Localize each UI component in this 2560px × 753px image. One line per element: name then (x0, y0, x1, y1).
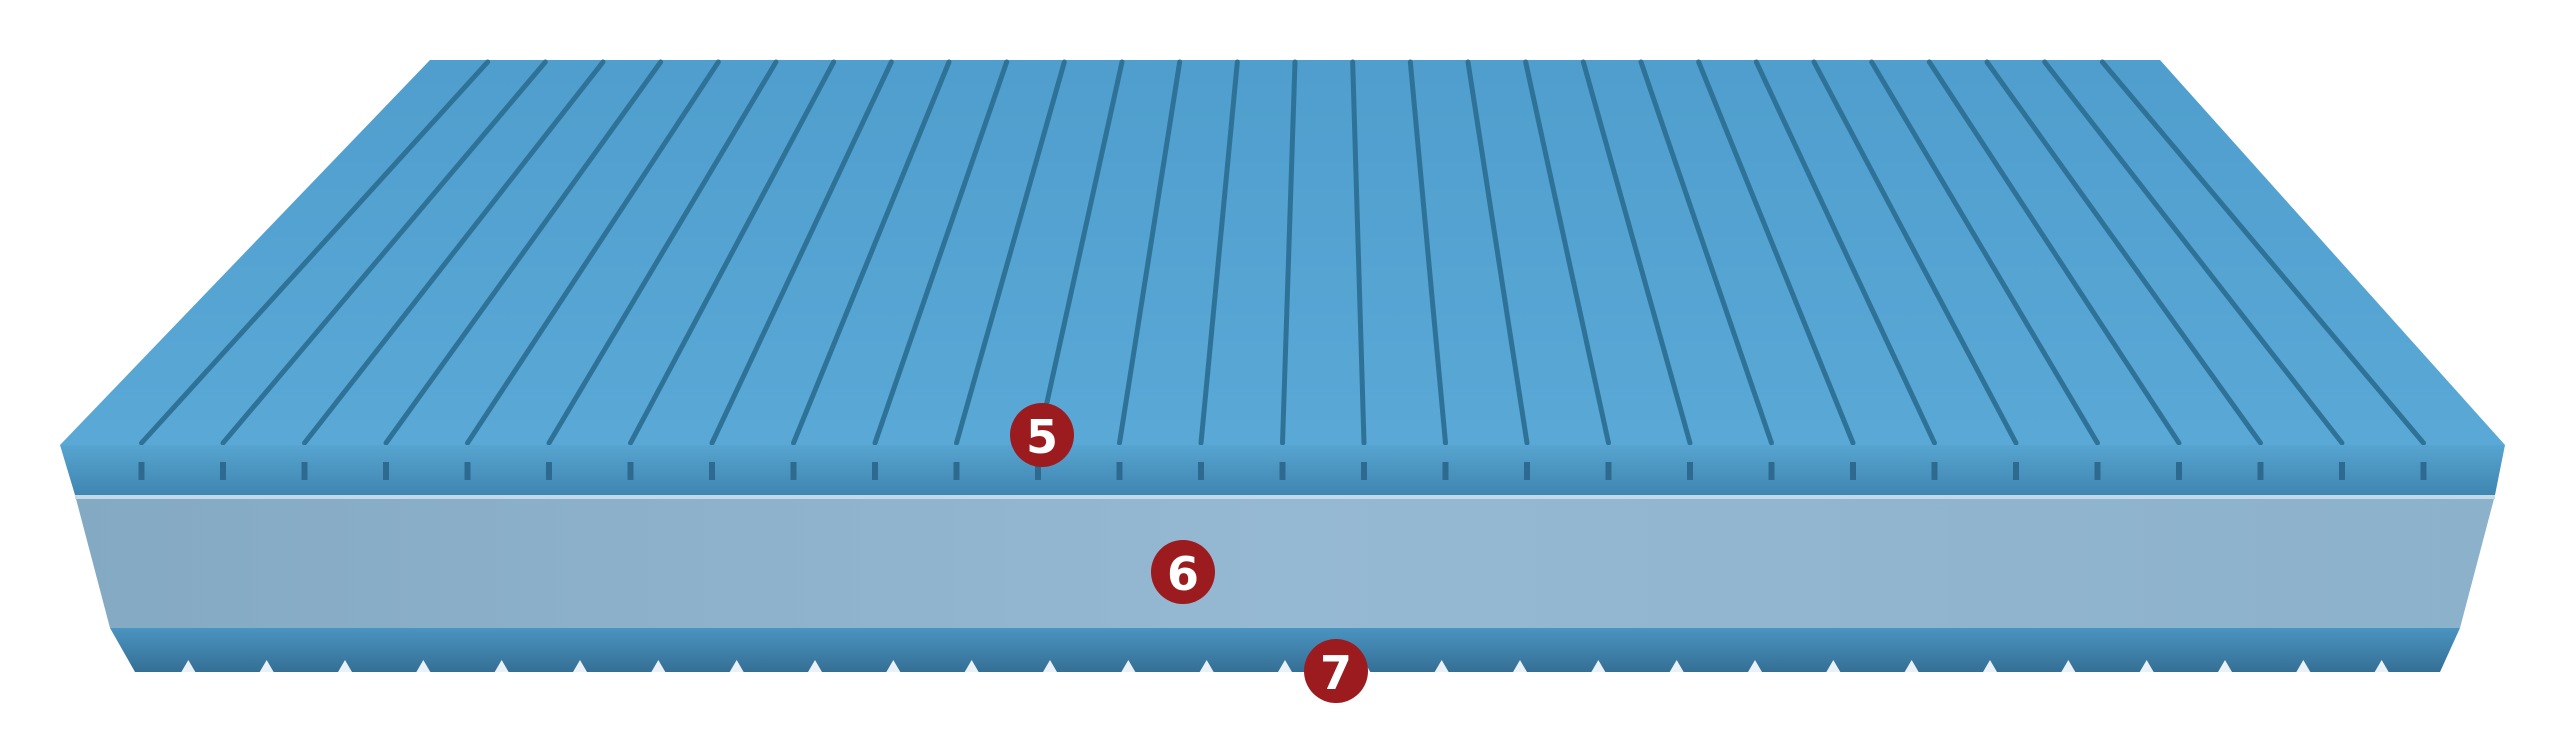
groove-line (1035, 59, 1125, 446)
bottom-notch (573, 660, 587, 672)
top-notch (301, 462, 308, 480)
groove-line (954, 59, 1067, 446)
top-notch (2420, 462, 2427, 480)
bottom-notch (494, 660, 509, 672)
bottom-notch (1199, 660, 1214, 672)
top-grooves (139, 59, 2426, 446)
top-notch (1768, 462, 1775, 480)
bottom-notch (2296, 660, 2311, 672)
top-notch (790, 462, 797, 480)
marker-5-label: 5 (1026, 410, 1058, 464)
bottom-notch (416, 660, 431, 672)
bottom-notch (1826, 660, 1841, 672)
groove-line (1926, 59, 2182, 446)
bottom-notch (808, 660, 822, 672)
groove-line (1638, 59, 1774, 446)
groove-line (302, 59, 606, 446)
top-notch (1524, 462, 1530, 480)
top-notch (2339, 462, 2345, 480)
top-notch (1116, 462, 1123, 480)
bottom-notch (2374, 660, 2389, 672)
groove-line (1984, 59, 2263, 446)
middle-layer (75, 495, 2495, 628)
bottom-notch (886, 660, 901, 672)
top-notch (1035, 462, 1041, 480)
groove-line (872, 59, 1010, 446)
bottom-notch (729, 660, 744, 672)
bottom-notch (964, 660, 979, 672)
groove-line (139, 59, 491, 446)
bottom-notch (1748, 660, 1762, 672)
top-notch (1931, 462, 1938, 480)
top-notch (1442, 462, 1449, 480)
top-layer-notches (138, 462, 2427, 480)
bottom-notch (1121, 660, 1136, 672)
groove-line (709, 59, 894, 446)
groove-line (1869, 59, 2100, 446)
groove-line (628, 59, 837, 446)
mattress-top-surface (60, 60, 2505, 445)
bottom-notch (2139, 660, 2154, 672)
bottom-notch (1669, 660, 1684, 672)
groove-line (1580, 59, 1693, 446)
groove-line (1696, 59, 1856, 446)
top-notch (383, 462, 389, 480)
top-notch (872, 462, 878, 480)
marker-7: 7 (1304, 639, 1368, 703)
groove-line (2099, 59, 2426, 446)
top-notch (220, 462, 226, 480)
groove-line (1753, 59, 1937, 446)
bottom-notch (1278, 660, 1292, 672)
bottom-notch (651, 660, 666, 672)
top-notch (1850, 462, 1856, 480)
groove-line (1350, 59, 1367, 446)
groove-line (465, 59, 721, 446)
groove-line (1280, 59, 1298, 446)
groove-line (791, 59, 952, 446)
groove-line (1198, 59, 1240, 446)
marker-5: 5 (1010, 403, 1074, 467)
bottom-notch (1043, 660, 1057, 672)
top-notch (1198, 462, 1204, 480)
top-notch (1361, 462, 1367, 480)
bottom-notch (181, 660, 196, 672)
bottom-notch (1591, 660, 1606, 672)
marker-7-label: 7 (1320, 646, 1352, 700)
groove-line (220, 59, 548, 446)
top-notch (627, 462, 634, 480)
top-notch (2094, 462, 2101, 480)
bottom-notch (1434, 660, 1449, 672)
top-notch (138, 462, 145, 480)
top-notch (546, 462, 552, 480)
bottom-layer (110, 628, 2460, 672)
groove-line (2042, 59, 2345, 446)
bottom-notch (338, 660, 352, 672)
groove-line (383, 59, 664, 446)
bottom-notch (1513, 660, 1527, 672)
top-notch (2013, 462, 2019, 480)
groove-line (1465, 59, 1530, 446)
top-notch (1279, 462, 1286, 480)
bottom-notch (2061, 660, 2076, 672)
groove-line (1811, 59, 2019, 446)
bottom-notch (1983, 660, 1997, 672)
top-notch (953, 462, 960, 480)
bottom-notch (2218, 660, 2232, 672)
top-notch (1605, 462, 1612, 480)
marker-6-label: 6 (1167, 547, 1199, 601)
groove-line (546, 59, 779, 446)
bottom-notch (259, 660, 274, 672)
top-notch (2176, 462, 2182, 480)
top-notch (709, 462, 715, 480)
bottom-notch (1904, 660, 1919, 672)
groove-line (1407, 59, 1448, 446)
top-notch (464, 462, 471, 480)
top-notch (2257, 462, 2264, 480)
top-notch (1687, 462, 1693, 480)
groove-line (1117, 59, 1183, 446)
groove-line (1523, 59, 1611, 446)
marker-6: 6 (1151, 540, 1215, 604)
